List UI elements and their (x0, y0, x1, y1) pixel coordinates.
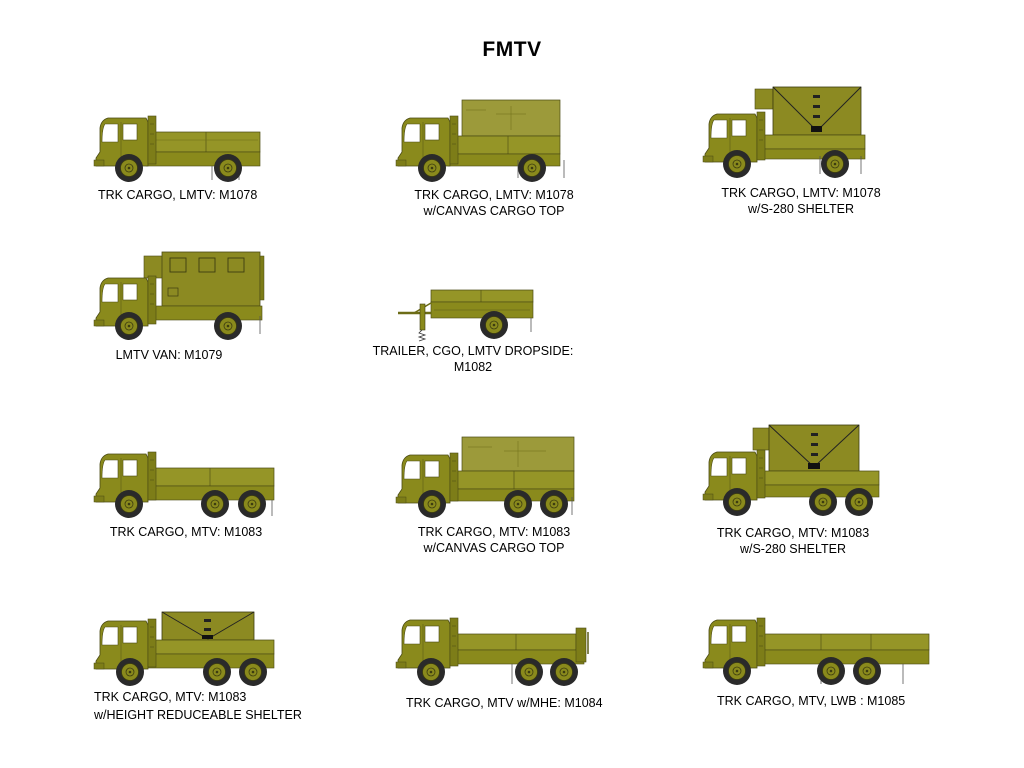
vehicle-caption: TRK CARGO, MTV, LWB : M1085 (717, 694, 937, 710)
caption-line1: TRK CARGO, MTV: M1083 (109, 525, 263, 539)
caption-line1: TRK CARGO, MTV: M1083 (417, 525, 571, 539)
vehicle-m1079-van: LMTV VAN: M1079 (93, 250, 274, 362)
caption-line2: M1082 (453, 359, 493, 374)
vehicle-m1078-shelter: TRK CARGO, LMTV: M1078 w/S-280 SHELTER (702, 86, 883, 216)
truck-illustration (93, 611, 275, 687)
trailer-illustration (398, 289, 534, 342)
vehicle-caption: TRK CARGO, MTV: M1083 w/HEIGHT REDUCEABL… (94, 688, 324, 724)
truck-illustration (93, 251, 265, 341)
vehicle-m1083-canvas: TRK CARGO, MTV: M1083 w/CANVAS CARGO TOP (395, 436, 586, 555)
caption-line2: w/HEIGHT REDUCEABLE SHELTER (94, 708, 302, 722)
truck-illustration (395, 99, 565, 183)
vehicle-caption: TRK CARGO, MTV w/MHE: M1084 (406, 696, 606, 712)
caption-line1: TRK CARGO, MTV: M1083 (94, 690, 247, 704)
vehicle-m1083-shelter: TRK CARGO, MTV: M1083 w/S-280 SHELTER (702, 424, 893, 556)
caption-line1: TRK CARGO, LMTV: M1078 (414, 188, 574, 202)
truck-illustration (395, 617, 589, 687)
vehicle-caption: TRAILER, CGO, LMTV DROPSIDE: M1082 (368, 344, 578, 375)
caption-line1: TRK CARGO, LMTV: M1078 (721, 186, 881, 200)
caption-line2: w/S-280 SHELTER (747, 201, 855, 216)
caption-line2: w/CANVAS CARGO TOP (423, 203, 565, 218)
vehicle-caption: TRK CARGO, LMTV: M1078 (98, 188, 278, 204)
caption-line1: TRK CARGO, MTV: M1083 (716, 526, 870, 540)
vehicle-m1083-cargo: TRK CARGO, MTV: M1083 (93, 446, 284, 539)
caption-line1: LMTV VAN: M1079 (115, 348, 223, 362)
vehicle-m1085-lwb: TRK CARGO, MTV, LWB : M1085 (702, 614, 943, 708)
truck-illustration (395, 436, 575, 519)
page-title: FMTV (482, 38, 542, 61)
truck-illustration (702, 617, 930, 686)
vehicle-caption: TRK CARGO, LMTV: M1078 w/CANVAS CARGO TO… (396, 188, 592, 219)
vehicle-caption: TRK CARGO, MTV: M1083 w/CANVAS CARGO TOP (396, 525, 592, 556)
truck-illustration (93, 115, 261, 183)
caption-line1: TRK CARGO, MTV, LWB : M1085 (717, 694, 906, 708)
vehicle-caption: TRK CARGO, MTV: M1083 w/S-280 SHELTER (703, 526, 883, 557)
vehicle-caption: TRK CARGO, MTV: M1083 (94, 525, 278, 541)
vehicle-caption: LMTV VAN: M1079 (94, 348, 244, 364)
vehicle-m1078-cargo: TRK CARGO, LMTV: M1078 (93, 110, 274, 202)
caption-line2: w/S-280 SHELTER (739, 541, 847, 556)
vehicle-m1084-mhe: TRK CARGO, MTV w/MHE: M1084 (395, 614, 603, 710)
trailer-m1082: TRAILER, CGO, LMTV DROPSIDE: M1082 (373, 288, 576, 374)
vehicle-m1083-height-reduceable-shelter: TRK CARGO, MTV: M1083 w/HEIGHT REDUCEABL… (93, 611, 302, 722)
caption-line1: TRAILER, CGO, LMTV DROPSIDE: (372, 344, 574, 358)
caption-line1: TRK CARGO, LMTV: M1078 (98, 188, 258, 202)
vehicle-m1078-canvas: TRK CARGO, LMTV: M1078 w/CANVAS CARGO TO… (395, 99, 576, 218)
truck-illustration (93, 451, 275, 519)
truck-illustration (702, 424, 880, 517)
caption-line1: TRK CARGO, MTV w/MHE: M1084 (406, 696, 603, 710)
vehicle-caption: TRK CARGO, LMTV: M1078 w/S-280 SHELTER (703, 186, 899, 217)
truck-illustration (702, 86, 866, 179)
caption-line2: w/CANVAS CARGO TOP (423, 540, 565, 555)
